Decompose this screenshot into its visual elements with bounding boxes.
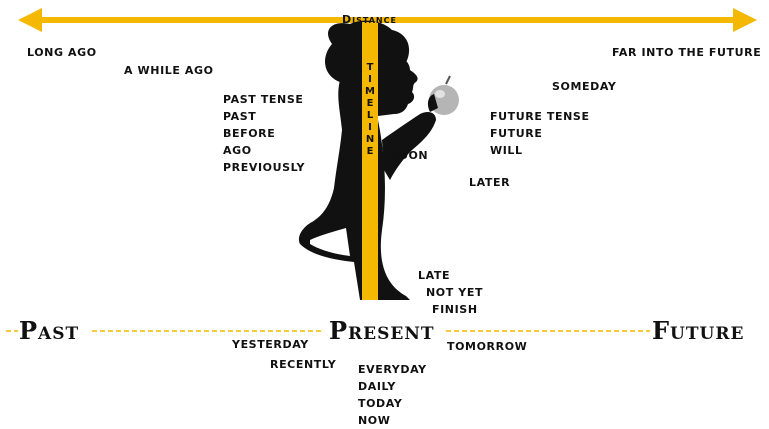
timeline-letter: I <box>363 122 377 134</box>
future-label: Future <box>652 316 744 345</box>
soon-label: SOON <box>390 149 428 162</box>
past-word: PAST <box>223 108 305 125</box>
present-word: DAILY <box>358 378 427 395</box>
past-word: BEFORE <box>223 125 305 142</box>
distance-label: Distance <box>342 13 397 26</box>
far-future-label: FAR INTO THE FUTURE <box>612 46 761 59</box>
future-words-list: FUTURE TENSE FUTURE WILL <box>490 108 590 159</box>
timeline-letter: E <box>363 146 377 158</box>
timeline-vertical-label: T I M E L I N E <box>363 62 377 158</box>
present-words-list: EVERYDAY DAILY TODAY NOW <box>358 361 427 429</box>
yesterday-label: YESTERDAY <box>232 338 309 351</box>
future-word: FUTURE TENSE <box>490 108 590 125</box>
past-words-list: PAST TENSE PAST BEFORE AGO PREVIOUSLY <box>223 91 305 176</box>
apple-icon <box>428 76 459 115</box>
past-word: PREVIOUSLY <box>223 159 305 176</box>
timeline-letter: M <box>363 86 377 98</box>
present-word: NOW <box>358 412 427 429</box>
someday-label: SOMEDAY <box>552 80 617 93</box>
present-word: EVERYDAY <box>358 361 427 378</box>
tomorrow-label: TOMORROW <box>447 340 527 353</box>
recently-label: RECENTLY <box>270 358 336 371</box>
present-label: Present <box>329 316 435 345</box>
later-label: LATER <box>469 176 510 189</box>
future-word: WILL <box>490 142 590 159</box>
past-label: Past <box>19 316 79 345</box>
past-word: PAST TENSE <box>223 91 305 108</box>
timeline-letter: E <box>363 98 377 110</box>
present-word: TODAY <box>358 395 427 412</box>
late-words-list: LATE NOT YET FINISH <box>418 267 483 318</box>
past-word: AGO <box>223 142 305 159</box>
timeline-letter: N <box>363 134 377 146</box>
late-word: NOT YET <box>418 284 483 301</box>
a-while-ago-label: A WHILE AGO <box>124 64 214 77</box>
future-word: FUTURE <box>490 125 590 142</box>
timeline-letter: T <box>363 62 377 74</box>
timeline-letter: L <box>363 110 377 122</box>
late-word: LATE <box>418 267 483 284</box>
long-ago-label: LONG AGO <box>27 46 97 59</box>
timeline-letter: I <box>363 74 377 86</box>
